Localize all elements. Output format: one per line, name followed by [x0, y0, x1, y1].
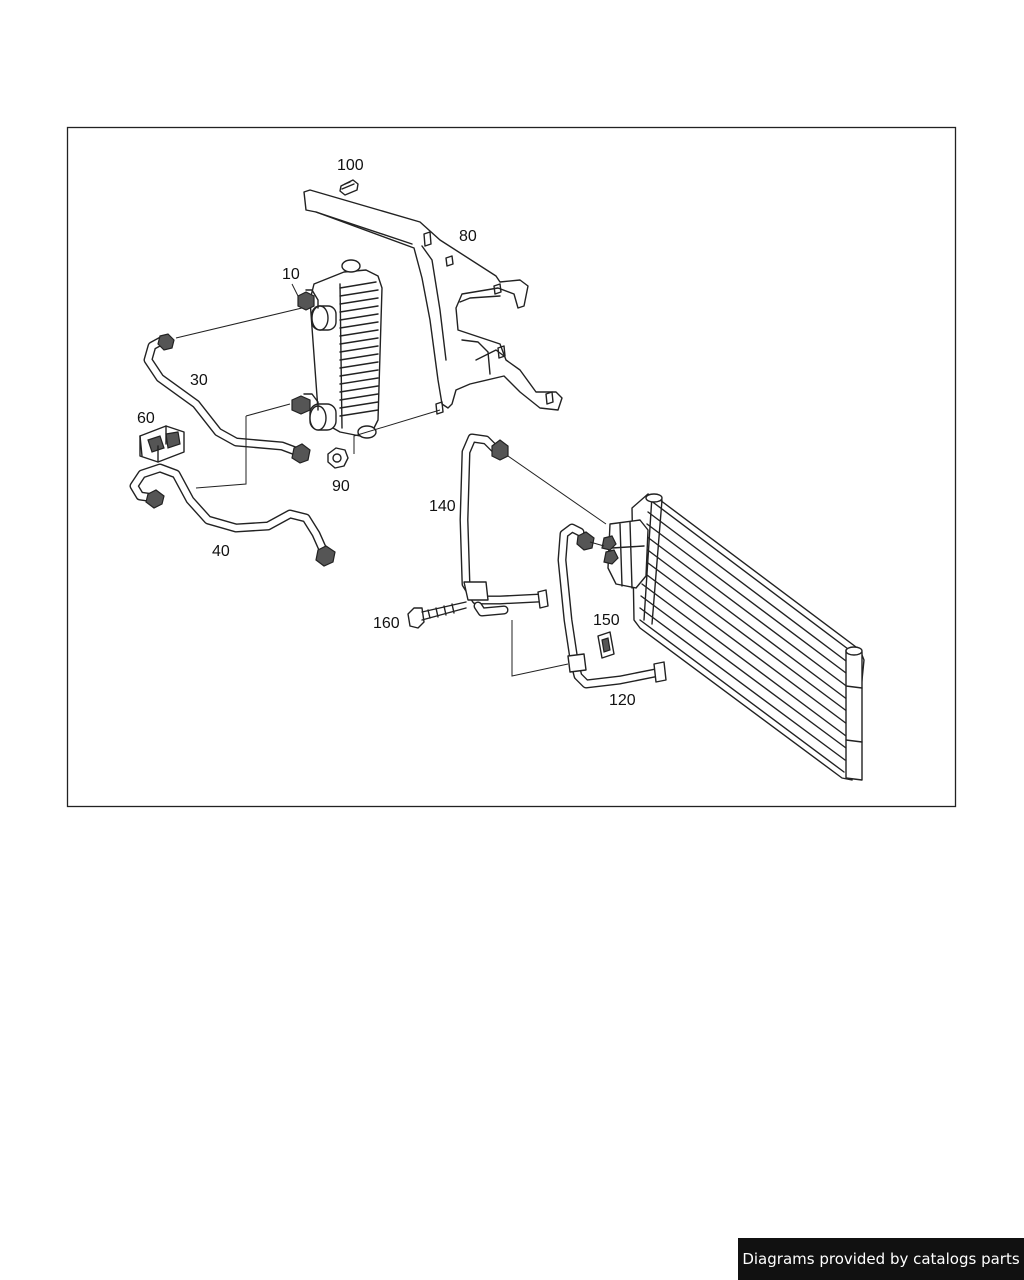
part-160-bolt	[407, 601, 467, 629]
part-30-pipe	[143, 333, 311, 464]
part-80-bracket	[303, 189, 563, 415]
part-60-clip	[139, 425, 185, 463]
part-90-nut	[327, 447, 349, 469]
callout-40: 40	[212, 543, 230, 560]
callout-60: 60	[137, 410, 155, 427]
callout-150: 150	[593, 612, 620, 629]
part-10-oil-cooler	[291, 259, 383, 439]
credit-text: Diagrams provided by catalogs parts	[742, 1250, 1020, 1268]
callout-140: 140	[429, 498, 456, 515]
callout-120: 120	[609, 692, 636, 709]
part-40-pipe	[129, 463, 336, 567]
part-140-pipe	[459, 433, 549, 617]
callout-80: 80	[459, 228, 477, 245]
leader-lines	[175, 283, 607, 677]
callout-10: 10	[282, 266, 300, 283]
callout-100: 100	[337, 157, 364, 174]
part-100-bolt	[339, 179, 359, 196]
credit-badge: Diagrams provided by catalogs parts	[738, 1238, 1024, 1280]
diagram-border	[66, 126, 957, 808]
radiator-condenser	[601, 493, 865, 781]
callout-30: 30	[190, 372, 208, 389]
part-150-clip	[597, 631, 615, 659]
callout-90: 90	[332, 478, 350, 495]
callout-numbers: 100 80 10 30 60 90 140 40 150 160 120	[137, 157, 636, 709]
callout-160: 160	[373, 615, 400, 632]
part-120-pipe	[557, 523, 667, 689]
